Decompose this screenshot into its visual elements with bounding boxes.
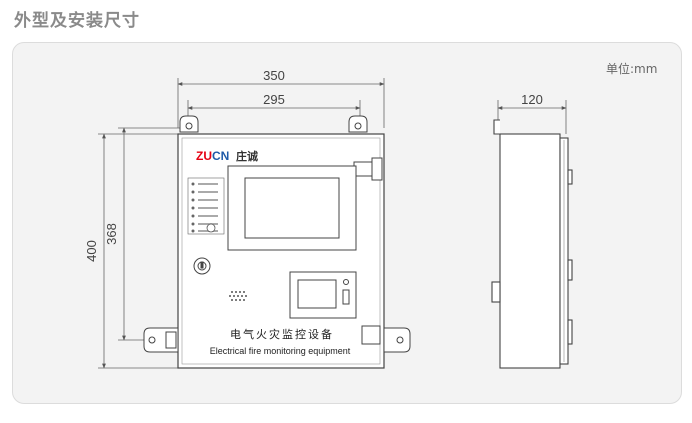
dim-mount-height	[118, 127, 184, 341]
top-bracket-left	[179, 115, 199, 133]
brand-letters2: CN	[212, 149, 229, 163]
brand-logo-letters: ZUCN	[196, 149, 229, 163]
indicator-led-large	[206, 223, 216, 233]
brand-name: 庄诚	[236, 149, 258, 163]
brand-letters: ZU	[196, 149, 212, 163]
dim-mount-height-label: 368	[104, 223, 119, 245]
dim-mount-width-label: 295	[263, 92, 285, 107]
indicator-leds	[191, 182, 195, 233]
key-lock-icon	[193, 257, 211, 275]
enclosure-inner	[181, 137, 381, 365]
dim-overall-height-label: 400	[84, 240, 99, 262]
device-title-cn: 电气火灾监控设备	[230, 327, 334, 341]
indicator-panel	[187, 177, 225, 235]
device-title-en: Electrical fire monitoring equipment	[210, 346, 351, 356]
dim-overall-width	[177, 78, 385, 128]
dim-overall-width-label: 350	[263, 68, 285, 83]
dim-overall-height	[98, 133, 178, 369]
bottom-bracket-right	[361, 325, 411, 353]
bottom-bracket-left	[143, 327, 179, 353]
speaker-grille	[229, 291, 247, 301]
dim-depth-label: 120	[521, 92, 543, 107]
page-heading: 外型及安装尺寸	[14, 11, 140, 31]
unit-label: 单位:mm	[606, 62, 658, 76]
printer-module	[289, 271, 357, 319]
side-view	[491, 119, 573, 369]
top-bracket-right	[348, 115, 368, 133]
screen-display	[244, 177, 340, 239]
